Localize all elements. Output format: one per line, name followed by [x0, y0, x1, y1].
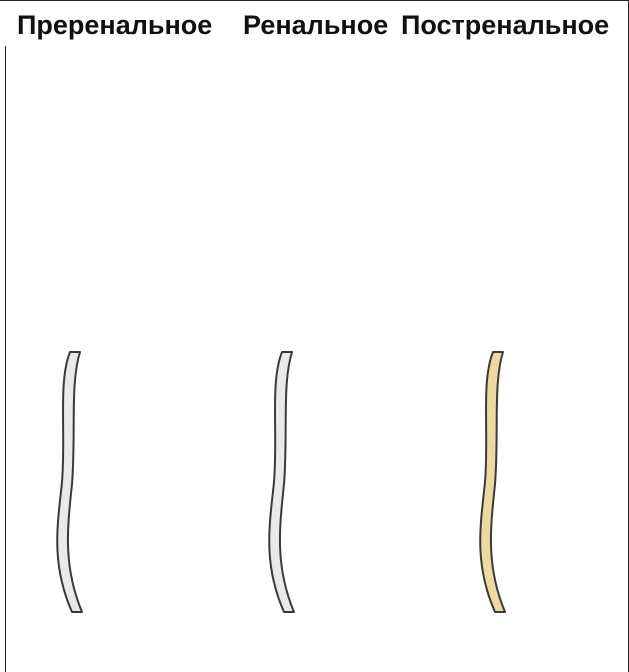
left-ureter [57, 352, 82, 612]
panel-postrenal [423, 52, 629, 672]
left-ureter [269, 352, 294, 612]
urinary-system-illustration-prerenal [57, 352, 82, 612]
title-renal: Ренальное [243, 10, 388, 41]
left-ureter [480, 352, 505, 612]
title-prerenal: Преренальное [17, 10, 212, 41]
column-titles: Преренальное Ренальное Постренальное [0, 10, 629, 44]
panel-prerenal [0, 52, 210, 672]
panel-renal [212, 52, 422, 672]
urinary-system-illustration-postrenal [480, 352, 505, 612]
urinary-system-illustration-renal [269, 352, 294, 612]
title-postrenal: Постренальное [401, 10, 609, 41]
